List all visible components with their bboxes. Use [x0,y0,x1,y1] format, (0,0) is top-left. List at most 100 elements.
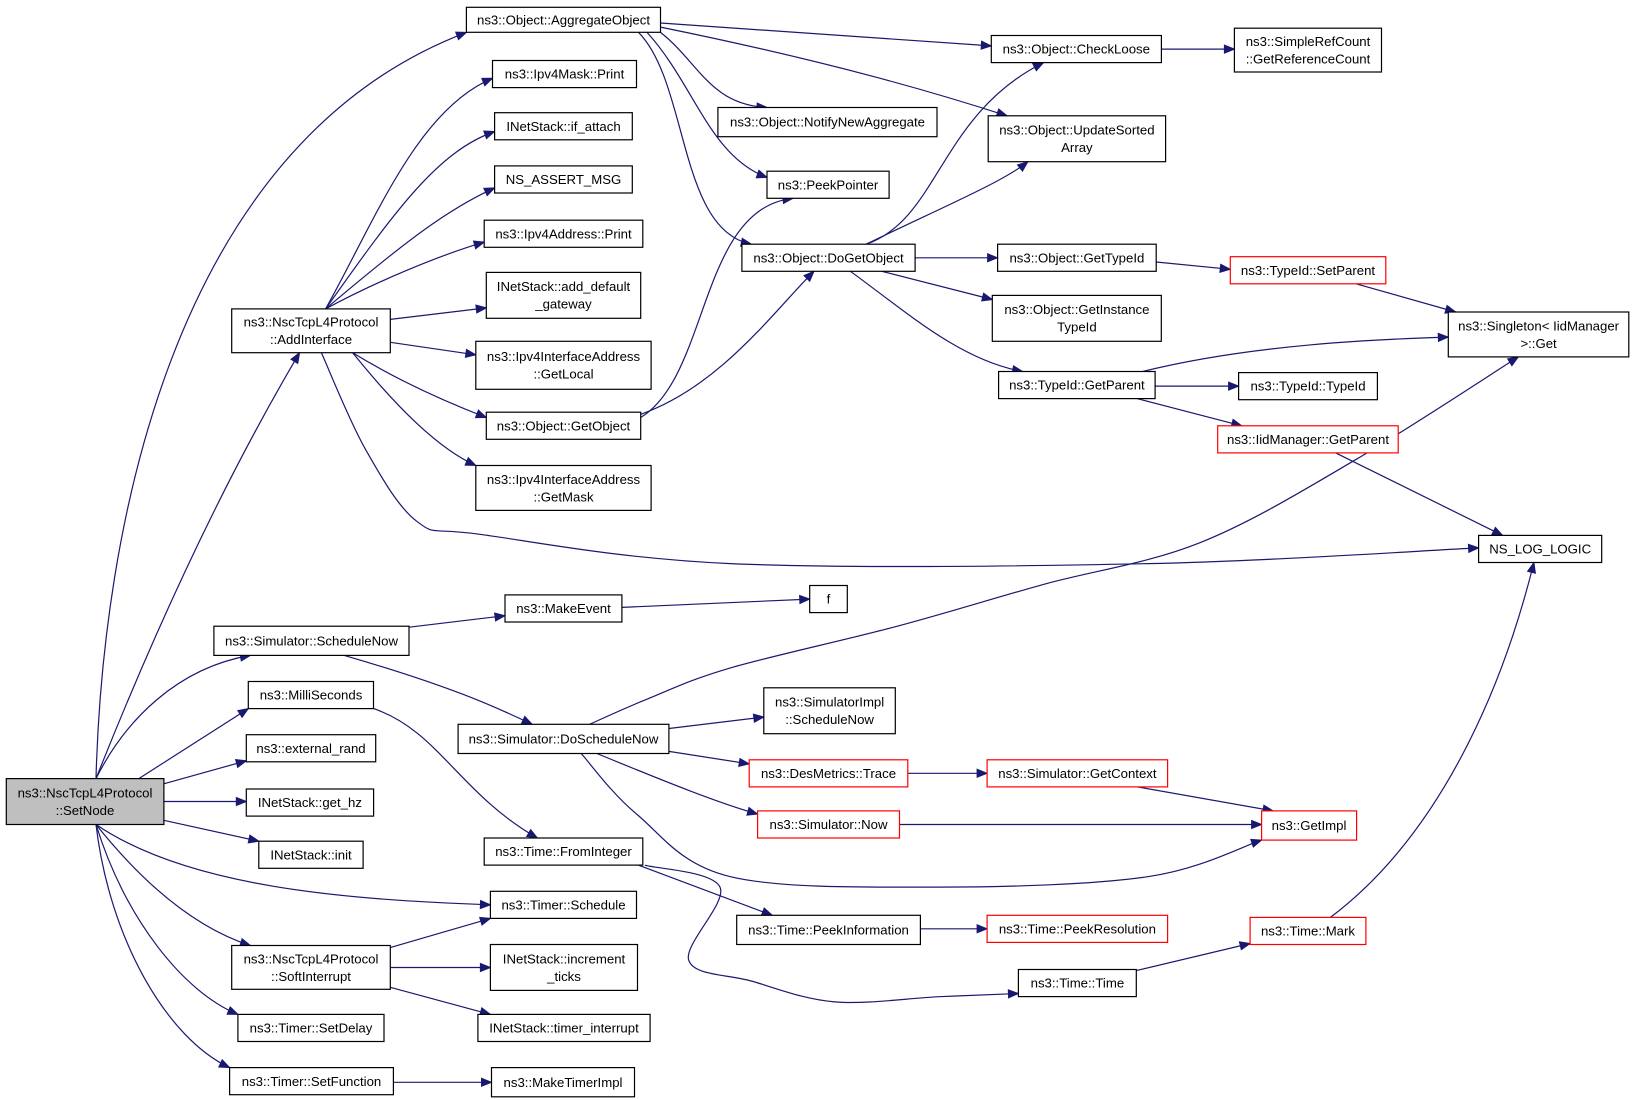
arrowhead [755,169,769,179]
edge-frominteger-to-peekinfo [638,864,774,917]
node-maketimerimpl[interactable]: ns3::MakeTimerImpl [490,1066,636,1098]
node-box [1477,534,1603,564]
node-label: NS_ASSERT_MSG [506,172,622,187]
node-init[interactable]: INetStack::init [258,840,364,869]
node-nslog[interactable]: NS_LOG_LOGIC [1477,534,1603,564]
node-label: f [827,592,831,607]
node-box [483,219,644,248]
edge-addiface-to-getlocal [390,341,478,358]
arrowhead [752,713,766,723]
edge-addiface-to-addgw [390,304,488,320]
node-dogetobject[interactable]: ns3::Object::DoGetObject [741,243,916,272]
node-ipv4maskprint[interactable]: ns3::Ipv4Mask::Print [491,59,638,89]
node-iidgetparent[interactable]: ns3::IidManager::GetParent [1217,425,1399,454]
node-desmetrics[interactable]: ns3::DesMetrics::Trace [748,759,909,788]
node-timemark[interactable]: ns3::Time::Mark [1249,916,1367,946]
edge-addiface-to-ifattach [325,130,496,310]
arrowhead [290,351,301,365]
edge-getcontext-to-getimpl [1137,786,1275,814]
edge-simnow-to-getimpl [899,819,1263,830]
node-f[interactable]: f [809,584,848,614]
node-timerint[interactable]: INetStack::timer_interrupt [477,1013,651,1043]
node-label: ns3::Time::Time [1031,976,1125,991]
node-addgw[interactable]: INetStack::add_default_gateway [485,271,642,319]
node-peekptr[interactable]: ns3::PeekPointer [766,170,890,199]
node-frominteger[interactable]: ns3::Time::FromInteger [483,837,644,866]
node-label: ns3::Object::GetInstance [1004,302,1149,317]
node-box [1249,916,1367,946]
node-getrefcount[interactable]: ns3::SimpleRefCount::GetReferenceCount [1233,27,1383,73]
node-typeidgetparent[interactable]: ns3::TypeId::GetParent [997,370,1156,400]
node-peekres[interactable]: ns3::Time::PeekResolution [986,914,1169,943]
node-typeidtypeid[interactable]: ns3::TypeId::TypeId [1237,372,1378,401]
arrowhead [1228,381,1240,391]
node-box [809,584,848,614]
node-incticks[interactable]: INetStack::increment_ticks [489,943,639,992]
node-softint[interactable]: ns3::NscTcpL4Protocol::SoftInterrupt [231,944,391,990]
node-getmask[interactable]: ns3::Ipv4InterfaceAddress::GetMask [475,464,652,512]
node-schednow[interactable]: ns3::Simulator::ScheduleNow [213,625,410,657]
node-aggregate[interactable]: ns3::Object::AggregateObject [465,6,662,33]
edge-typeidgetparent-to-singleton [1142,332,1450,373]
node-box [247,680,375,710]
node-gethz[interactable]: INetStack::get_hz [245,788,375,817]
node-getlocal[interactable]: ns3::Ipv4InterfaceAddress::GetLocal [475,340,652,390]
node-getobject[interactable]: ns3::Object::GetObject [485,411,642,440]
node-label: >::Get [1520,336,1557,351]
arrowhead [1491,526,1504,537]
arrowhead [981,292,994,302]
edge-doschednow-to-desmetrics [668,750,751,768]
node-box [229,1066,395,1096]
node-doschednow[interactable]: ns3::Simulator::DoScheduleNow [457,723,670,755]
node-setnode[interactable]: ns3::NscTcpL4Protocol::SetNode [5,777,165,826]
node-label: ns3::SimpleRefCount [1246,34,1371,49]
node-label: ns3::Simulator::GetContext [998,766,1157,781]
arrowhead [738,757,751,768]
node-label: INetStack::get_hz [258,795,362,810]
node-millis[interactable]: ns3::MilliSeconds [247,680,375,710]
node-label: ::GetReferenceCount [1246,51,1371,66]
node-box [1229,256,1387,285]
node-peekinfo[interactable]: ns3::Time::PeekInformation [736,914,922,946]
node-setdelay[interactable]: ns3::Timer::SetDelay [237,1013,385,1043]
arrowhead [1031,61,1045,72]
node-simnow[interactable]: ns3::Simulator::Now [756,810,901,839]
arrowhead [474,409,488,419]
node-makeevent[interactable]: ns3::MakeEvent [504,594,623,623]
arrowhead [1437,332,1450,343]
node-checkloose[interactable]: ns3::Object::CheckLoose [990,34,1162,64]
node-simimplsched[interactable]: ns3::SimulatorImpl::ScheduleNow [763,687,896,735]
edge-setnode-to-addiface [95,351,301,779]
arrowhead [976,924,989,934]
node-extrand[interactable]: ns3::external_rand [245,734,377,763]
node-getcontext[interactable]: ns3::Simulator::GetContext [986,759,1169,788]
node-addiface[interactable]: ns3::NscTcpL4Protocol::AddInterface [231,308,391,354]
node-box [489,943,639,992]
node-ipv4addrprint[interactable]: ns3::Ipv4Address::Print [483,219,644,248]
node-box [996,243,1157,272]
arrowhead [247,834,261,844]
node-box [485,411,642,440]
node-box [1233,27,1383,73]
node-getimpl[interactable]: ns3::GetImpl [1260,810,1358,841]
node-timersched[interactable]: ns3::Timer::Schedule [489,890,638,919]
edge-dogetobject-to-updsorted [865,160,1029,245]
node-singleton[interactable]: ns3::Singleton< IidManager>::Get [1447,311,1630,358]
node-label: ::GetMask [533,489,593,504]
node-label: ns3::TypeId::GetParent [1009,378,1145,393]
arrowhead [472,240,486,250]
node-setfunc[interactable]: ns3::Timer::SetFunction [229,1066,395,1096]
node-setparent[interactable]: ns3::TypeId::SetParent [1229,256,1387,285]
node-box [213,625,410,657]
edge-peekinfo-to-peekres [920,924,989,934]
node-timetime[interactable]: ns3::Time::Time [1017,968,1137,998]
node-nsassert[interactable]: NS_ASSERT_MSG [494,165,633,194]
arrowhead [1250,838,1263,848]
node-gettypeid[interactable]: ns3::Object::GetTypeId [996,243,1157,272]
node-notifyagg[interactable]: ns3::Object::NotifyNewAggregate [717,106,938,138]
node-label: ns3::Object::NotifyNewAggregate [730,115,925,130]
node-label: ns3::Object::AggregateObject [477,12,650,27]
node-ifattach[interactable]: INetStack::if_attach [494,112,633,141]
